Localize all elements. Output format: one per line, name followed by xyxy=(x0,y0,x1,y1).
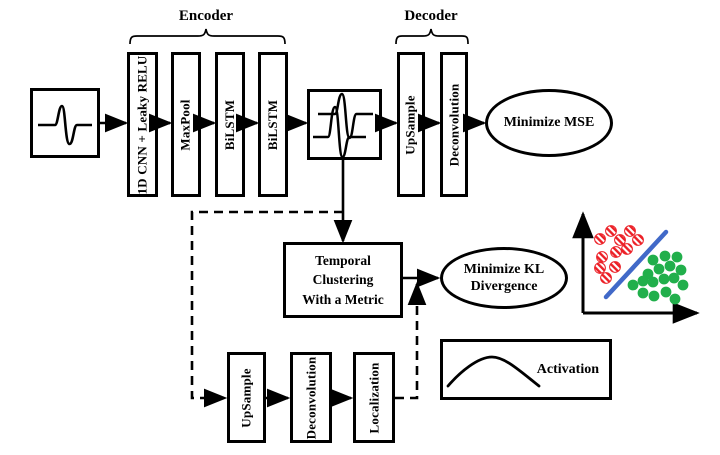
branch-block-deconvolution: Deconvolution xyxy=(290,352,332,443)
branch-block-upsample: UpSample xyxy=(227,352,266,443)
scatter-point-red xyxy=(600,272,612,284)
minimize-kl-label-line2: Divergence xyxy=(470,279,538,294)
scatter-point-red xyxy=(596,251,608,263)
input-signal-box xyxy=(30,88,100,158)
scatter-point-green xyxy=(637,287,649,299)
branch-block-localization-label: Localization xyxy=(366,361,382,434)
branch-block-localization: Localization xyxy=(353,352,395,443)
scatter-point-red xyxy=(605,225,617,237)
scatter-point-green xyxy=(648,290,660,302)
latent-feature-box xyxy=(307,89,382,160)
scatter-point-green xyxy=(664,260,676,272)
minimize-mse-label: Minimize MSE xyxy=(503,115,595,131)
scatter-red-cluster xyxy=(594,225,644,284)
branch-block-deconvolution-label: Deconvolution xyxy=(303,356,318,439)
decoder-block-upsample-label: UpSample xyxy=(403,94,419,155)
scatter-point-red xyxy=(621,243,633,255)
scatter-point-green xyxy=(659,250,671,262)
encoder-block-1d-cnn-leaky-relu-label: 1D CNN + Leaky RELU xyxy=(134,54,150,195)
scatter-point-green xyxy=(668,272,680,284)
scatter-point-red xyxy=(614,234,626,246)
scatter-point-red xyxy=(609,261,621,273)
encoder-block-1d-cnn-leaky-relu: 1D CNN + Leaky RELU xyxy=(127,52,158,197)
decoder-block-upsample: UpSample xyxy=(397,52,425,197)
scatter-point-green xyxy=(653,263,665,275)
scatter-point-green xyxy=(677,279,689,291)
scatter-point-red xyxy=(594,262,606,274)
class-separator-line xyxy=(603,229,669,300)
encoder-block-bilstm-2: BiLSTM xyxy=(258,52,288,197)
encoder-block-bilstm-1-label: BiLSTM xyxy=(222,99,238,150)
activation-legend-box: Activation xyxy=(440,339,612,400)
scatter-point-green xyxy=(642,268,654,280)
encoder-brace xyxy=(129,28,286,45)
branch-block-upsample-label: UpSample xyxy=(238,367,254,428)
scatter-green-cluster xyxy=(627,250,689,305)
encoder-block-bilstm-2-label: BiLSTM xyxy=(265,99,281,150)
scatter-point-green xyxy=(660,286,672,298)
cluster-scatter-icon xyxy=(572,211,700,324)
minimize-mse-ellipse: Minimize MSE xyxy=(485,89,613,157)
minimize-kl-label-line1: Minimize KL xyxy=(463,261,545,277)
minimize-kl-ellipse: Minimize KL Divergence xyxy=(440,247,568,309)
scatter-point-green xyxy=(669,293,681,305)
scatter-point-green xyxy=(627,279,639,291)
scatter-point-green xyxy=(671,251,683,263)
scatter-point-green xyxy=(647,254,659,266)
scatter-point-green xyxy=(637,275,649,287)
temporal-clustering-box: Temporal Clustering With a Metric xyxy=(283,242,403,318)
scatter-point-red xyxy=(632,234,644,246)
decoder-brace xyxy=(395,28,469,45)
temporal-clustering-label-line1: Temporal Clustering xyxy=(312,252,374,288)
decoder-group-label: Decoder xyxy=(404,8,458,24)
scatter-point-green xyxy=(647,276,659,288)
encoder-block-maxpool-label: MaxPool xyxy=(178,98,194,151)
scatter-point-red xyxy=(624,225,636,237)
scatter-point-green xyxy=(675,264,687,276)
scatter-point-red xyxy=(594,233,606,245)
encoder-block-maxpool: MaxPool xyxy=(171,52,201,197)
scatter-point-green xyxy=(658,273,670,285)
activation-label: Activation xyxy=(536,361,599,377)
scatter-point-red xyxy=(610,246,622,258)
temporal-clustering-label-line2: With a Metric xyxy=(302,291,384,307)
decoder-block-deconvolution: Deconvolution xyxy=(440,52,468,197)
decoder-block-deconvolution-label: Deconvolution xyxy=(446,83,461,166)
encoder-block-bilstm-1: BiLSTM xyxy=(215,52,245,197)
encoder-group-label: Encoder xyxy=(178,8,234,24)
